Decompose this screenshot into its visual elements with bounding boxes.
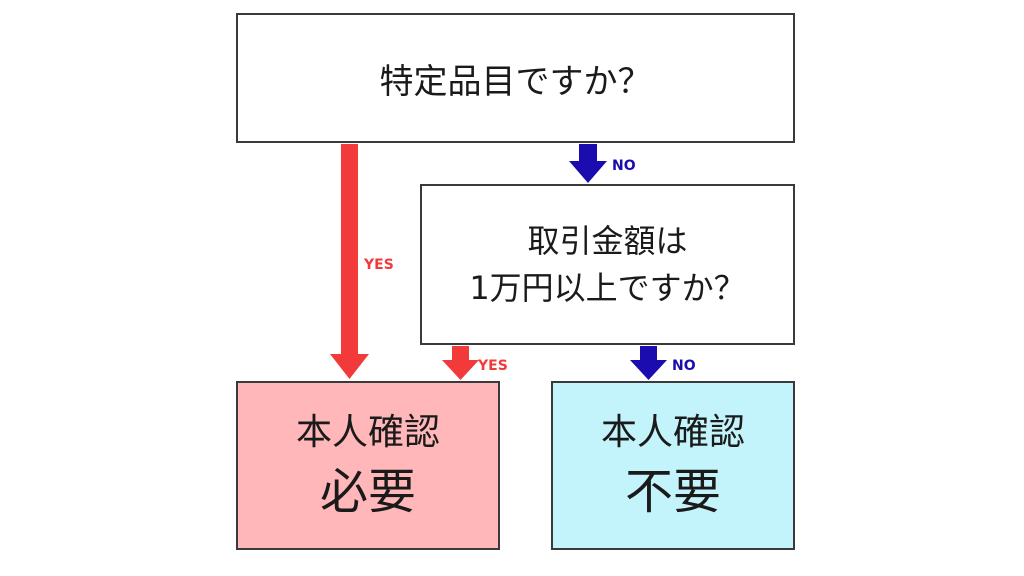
arrow-yes-q2-to-required [442, 346, 479, 380]
result-box-verification-required: 本人確認 必要 [236, 381, 500, 550]
label-no-q1: NO [612, 158, 636, 174]
arrow-no-q1-to-q2 [569, 144, 607, 183]
label-yes-q1: YES [363, 257, 394, 273]
question-1-text: 特定品目ですか？ [379, 61, 652, 102]
label-no-q2: NO [672, 358, 696, 374]
result-required-line-1: 本人確認 [295, 412, 440, 454]
question-2-line-2: 1万円以上ですか？ [469, 268, 746, 307]
arrow-yes-q1-to-required [330, 144, 369, 379]
result-required-line-2: 必要 [319, 464, 416, 521]
label-yes-q2: YES [477, 358, 508, 374]
result-box-verification-not-required: 本人確認 不要 [551, 381, 795, 550]
result-not-required-line-2: 不要 [624, 464, 721, 521]
question-box-specified-item: 特定品目ですか？ [236, 13, 795, 143]
arrow-no-q2-to-not-required [630, 346, 667, 380]
question-2-line-1: 取引金額は [527, 222, 688, 261]
question-box-transaction-amount: 取引金額は 1万円以上ですか？ [420, 184, 795, 345]
result-not-required-line-1: 本人確認 [600, 412, 745, 454]
